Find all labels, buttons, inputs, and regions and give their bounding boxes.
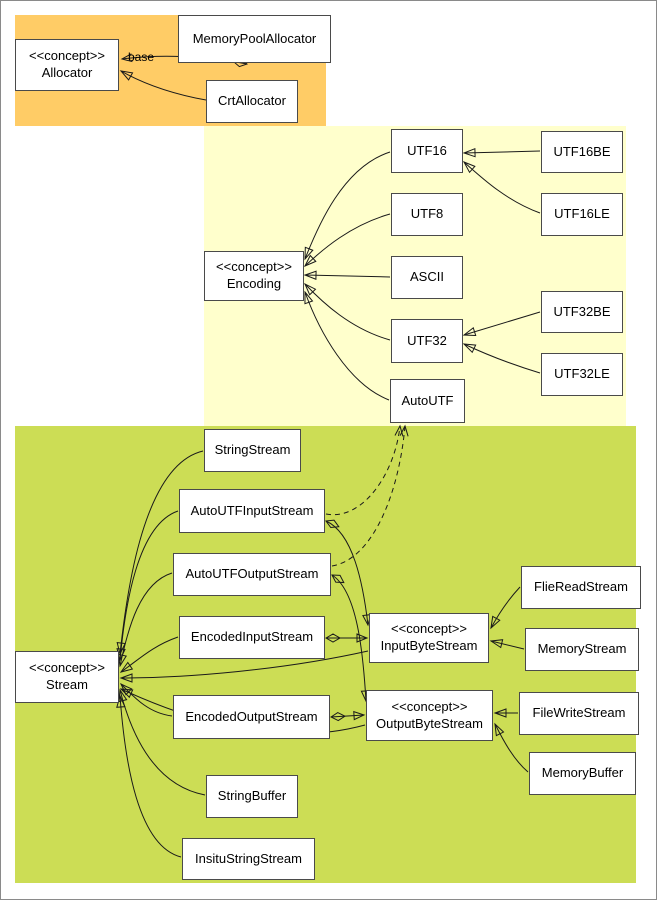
node-stringbuffer: StringBuffer [206,775,298,818]
node-utf16be-label: UTF16BE [553,143,611,159]
node-utf16: UTF16 [391,129,463,173]
node-utf32-label: UTF32 [407,332,447,348]
node-memorybuffer-label: MemoryBuffer [541,765,624,781]
node-autoutfinputstream: AutoUTFInputStream [179,489,325,533]
edge-encodedoutputstream-stream [119,682,173,717]
node-outputbytestream-label: OutputByteStream [376,715,483,731]
node-utf16le: UTF16LE [541,193,623,236]
node-stream: <<concept>> Stream [15,651,119,703]
edge-autoutfoutputstream-stream [117,572,173,668]
node-utf32le: UTF32LE [541,353,623,396]
node-outputbytestream: <<concept>> OutputByteStream [366,690,493,741]
node-filewritestream: FileWriteStream [519,692,639,735]
edge-autoutfinputstream-autoutf [325,424,404,516]
edge-utf32be-utf32 [462,311,541,337]
node-memorypoolallocator-label: MemoryPoolAllocator [192,30,317,46]
edge-autoutfoutputstream-outputbytestream [331,574,371,703]
edge-encodedinputstream-stream [119,636,179,673]
node-allocator: <<concept>> Allocator [15,39,119,91]
edge-ascii-encoding [303,270,391,280]
node-crtallocator-label: CrtAllocator [218,93,286,109]
edge-memorybuffer-outputbytestream [494,722,529,773]
edge-filereadstream-inputbytestream [490,586,521,630]
node-allocator-stereotype: <<concept>> [29,48,105,64]
node-ascii: ASCII [391,256,463,299]
node-utf32be: UTF32BE [541,291,623,333]
node-encodedinputstream: EncodedInputStream [179,616,325,659]
edge-autoutf-encoding [304,290,390,401]
node-stringstream: StringStream [204,429,301,472]
edge-utf16le-utf16 [462,161,541,214]
node-filereadstream: FlieReadStream [521,566,641,609]
edge-label-base: base [128,50,155,64]
node-autoutfoutputstream: AutoUTFOutputStream [173,553,331,596]
node-encoding-label: Encoding [226,276,282,291]
node-filereadstream-label: FlieReadStream [534,579,628,595]
edge-utf16be-utf16 [462,147,541,158]
node-autoutfinputstream-label: AutoUTFInputStream [190,502,314,518]
node-utf32le-label: UTF32LE [554,366,610,382]
edge-encodedoutputstream-outputbytestream [329,710,366,722]
node-utf16le-label: UTF16LE [554,206,610,222]
node-stream-label: Stream [46,677,88,692]
node-inputbytestream-stereotype: <<concept>> [391,621,467,637]
node-utf32: UTF32 [391,319,463,363]
node-inputbytestream-label: InputByteStream [380,638,478,653]
node-memorybuffer: MemoryBuffer [529,752,636,795]
node-utf32be-label: UTF32BE [553,303,611,319]
edge-utf16-encoding [304,151,391,261]
node-autoutf: AutoUTF [390,379,465,423]
node-stringstream-label: StringStream [214,442,291,458]
node-encoding: <<concept>> Encoding [204,251,304,301]
edge-insitustringstream-stream [116,694,182,858]
node-utf8-label: UTF8 [410,206,444,222]
node-encodedoutputstream: EncodedOutputStream [173,695,330,739]
node-insitustringstream-label: InsituStringStream [195,850,302,866]
node-encoding-stereotype: <<concept>> [216,259,292,275]
node-inputbytestream: <<concept>> InputByteStream [369,613,489,663]
edge-utf32le-utf32 [462,343,541,374]
edge-memorystream-inputbytestream [489,639,525,650]
node-utf8: UTF8 [391,193,463,236]
node-utf16-label: UTF16 [407,142,447,158]
node-outputbytestream-stereotype: <<concept>> [391,698,468,714]
node-utf16be: UTF16BE [541,131,623,173]
edge-autoutfoutputstream-autoutf [331,424,409,567]
node-ascii-label: ASCII [410,269,444,285]
edge-autoutfinputstream-stream [116,510,179,662]
node-encodedoutputstream-label: EncodedOutputStream [185,708,318,724]
node-autoutfoutputstream-label: AutoUTFOutputStream [185,566,319,582]
edge-utf8-encoding [303,213,391,268]
edge-utf32-encoding [303,282,391,341]
node-autoutf-label: AutoUTF [401,392,454,408]
edge-autoutfinputstream-inputbytestream [325,519,372,627]
node-filewritestream-label: FileWriteStream [532,705,626,721]
node-memorypoolallocator: MemoryPoolAllocator [178,15,331,63]
node-stringbuffer-label: StringBuffer [217,788,287,804]
edge-crtallocator-allocator [119,70,207,101]
node-encodedinputstream-label: EncodedInputStream [190,629,314,645]
node-insitustringstream: InsituStringStream [182,838,315,880]
node-stream-stereotype: <<concept>> [29,660,105,676]
node-crtallocator: CrtAllocator [206,80,298,123]
node-memorystream-label: MemoryStream [537,641,627,657]
node-memorystream: MemoryStream [525,628,639,671]
node-allocator-label: Allocator [41,65,93,80]
edge-stringstream-stream [116,450,204,656]
